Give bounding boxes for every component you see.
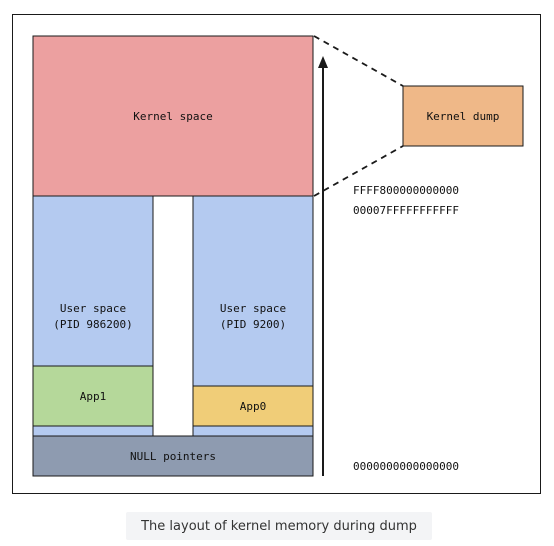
null-pointers-block (32, 435, 314, 477)
user-space-right-pid: (PID 9200) (220, 318, 286, 331)
null-pointers-label: NULL pointers (130, 450, 216, 463)
address-zero: 0000000000000000 (353, 460, 459, 473)
callout-line-top (313, 35, 404, 87)
app0-label: App0 (240, 400, 267, 413)
app1-label: App1 (80, 390, 107, 403)
figure-caption: The layout of kernel memory during dump (126, 512, 432, 540)
address-kernel-start: FFFF800000000000 (353, 184, 459, 197)
address-axis-arrow-head (318, 56, 328, 68)
address-user-end: 00007FFFFFFFFFFF (353, 204, 459, 217)
kernel-space-block (32, 35, 314, 197)
memory-layout-diagram: Kernel space User space (PID 986200) Use… (32, 35, 524, 477)
kernel-dump-block (402, 85, 524, 147)
kernel-dump-label: Kernel dump (427, 110, 500, 123)
diagram-frame: Kernel space User space (PID 986200) Use… (12, 14, 541, 494)
user-space-left-pid: (PID 986200) (53, 318, 132, 331)
app1-block (32, 365, 154, 427)
kernel-space-label: Kernel space (133, 110, 212, 123)
user-space-right-label: User space (220, 302, 286, 315)
user-space-left-label: User space (60, 302, 126, 315)
app0-block (192, 385, 314, 427)
